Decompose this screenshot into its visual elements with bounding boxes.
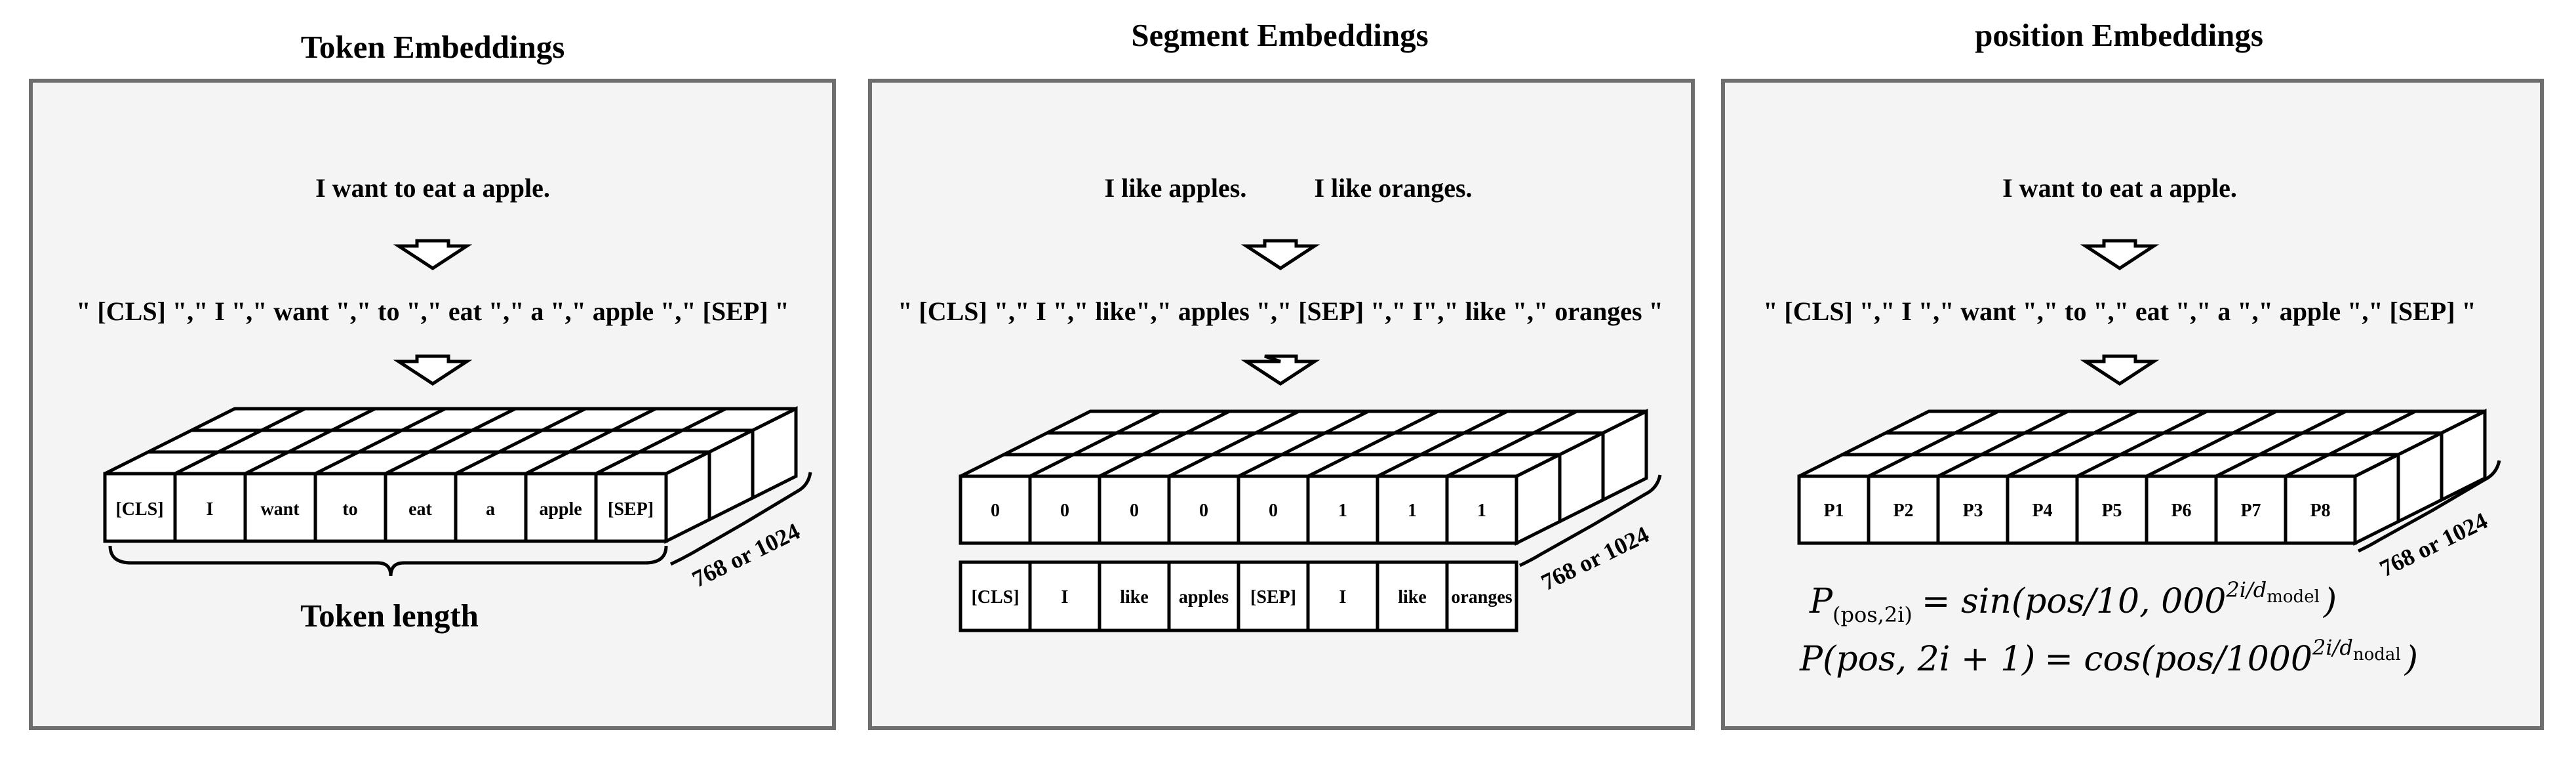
front-cell-6: 1 [1338, 501, 1347, 521]
down-arrow-icon [2080, 239, 2160, 270]
sentence-b: I like oranges. [1314, 173, 1472, 203]
embedding-tensor [1797, 408, 2487, 546]
panel-title: Segment Embeddings [1131, 17, 1428, 53]
token-length-label: Token length [300, 598, 479, 634]
panel-position-embeddings: position Embeddings I want to eat a appl… [1721, 17, 2544, 730]
token-length-brace [108, 545, 668, 577]
formula-odd: P(pos, 2i + 1)= cos(pos/10002i/dnodal) [1799, 635, 2418, 679]
dimension-brace [669, 472, 812, 566]
front-cell-4: to [342, 499, 357, 520]
front-row: 0 0 0 0 0 1 1 1 [991, 501, 1486, 521]
token-cell-5: [SEP] [1250, 587, 1296, 607]
token-cell-6: I [1339, 587, 1347, 607]
panel-frame [1721, 79, 2544, 730]
down-arrow-icon [393, 239, 473, 270]
front-cell-4: P4 [2032, 501, 2052, 521]
token-cell-2: I [1061, 587, 1069, 607]
front-cell-3: want [260, 499, 300, 520]
front-cell-1: P1 [1823, 501, 1844, 521]
front-row: P1 P2 P3 P4 P5 P6 P7 P8 [1823, 501, 2330, 521]
embedding-tensor [103, 405, 798, 544]
token-cell-3: like [1120, 587, 1149, 607]
input-sentence: I want to eat a apple. [2002, 173, 2237, 203]
token-row: [CLS] I like apples [SEP] I like oranges [959, 560, 1518, 632]
token-cell-7: like [1398, 587, 1427, 607]
front-cell-6: P6 [2171, 501, 2191, 521]
token-cell-8: oranges [1451, 587, 1512, 607]
embedding-tensor [959, 408, 1648, 546]
token-string: " [CLS] "," I "," want "," to "," eat ",… [76, 297, 789, 326]
front-cell-2: I [207, 499, 214, 520]
front-cell-2: 0 [1060, 501, 1069, 521]
dimension-brace [2357, 460, 2501, 553]
front-cell-5: eat [408, 499, 432, 520]
front-cell-7: apple [539, 499, 582, 520]
front-row: [CLS] I want to eat a apple [SEP] [115, 499, 654, 520]
front-cell-1: 0 [991, 501, 1000, 521]
token-string: " [CLS] "," I "," want "," to "," eat ",… [1763, 297, 2476, 326]
panel-token-embeddings: Token Embeddings I want to eat a apple. … [29, 29, 836, 730]
token-cell-4: apples [1179, 587, 1229, 607]
front-cell-5: P5 [2101, 501, 2122, 521]
front-cell-4: 0 [1199, 501, 1208, 521]
input-sentence: I want to eat a apple. [315, 173, 550, 203]
front-cell-3: 0 [1130, 501, 1139, 521]
panel-title: position Embeddings [1975, 17, 2263, 53]
down-arrow-icon [2080, 354, 2160, 386]
front-cell-8: P8 [2310, 501, 2330, 521]
down-arrow-icon [1240, 239, 1320, 270]
panel-frame [29, 79, 836, 730]
front-cell-3: P3 [1962, 501, 1983, 521]
sentence-a: I like apples. [1105, 173, 1247, 203]
front-cell-7: P7 [2240, 501, 2261, 521]
token-cell-1: [CLS] [971, 587, 1019, 607]
front-cell-2: P2 [1893, 501, 1913, 521]
down-arrow-icon [393, 354, 473, 386]
front-cell-6: a [486, 499, 495, 520]
down-arrow-icon [1240, 354, 1320, 386]
front-cell-7: 1 [1408, 501, 1417, 521]
front-cell-5: 0 [1269, 501, 1278, 521]
front-cell-8: [SEP] [608, 499, 654, 520]
dimension-brace [1518, 474, 1662, 567]
front-cell-8: 1 [1477, 501, 1486, 521]
front-cell-1: [CLS] [115, 499, 163, 520]
panel-segment-embeddings: Segment Embeddings I like apples. I like… [868, 17, 1695, 730]
panel-title: Token Embeddings [301, 29, 565, 65]
token-string: " [CLS] "," I "," like"," apples "," [SE… [898, 297, 1663, 326]
formula-even: P(pos,2i)= sin(pos/10, 0002i/dmodel) [1809, 577, 2337, 627]
